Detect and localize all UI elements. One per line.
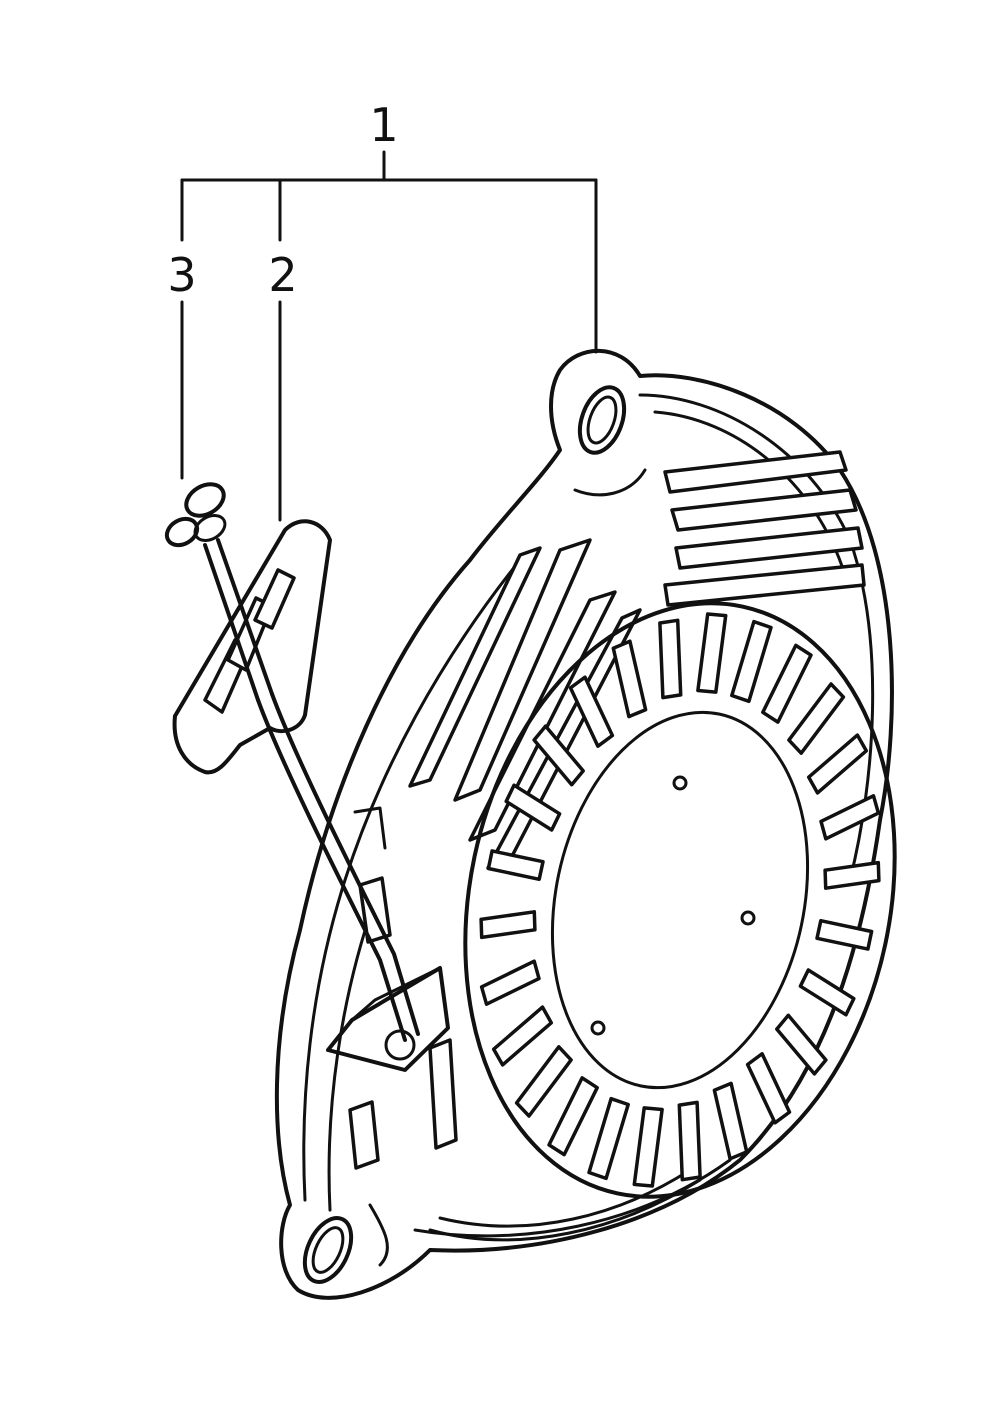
- starter-handle: [172, 519, 332, 775]
- mounting-ear-top: [573, 385, 647, 497]
- radial-fin: [775, 1013, 828, 1076]
- radial-fin: [787, 682, 846, 755]
- callout-label-3: 3: [167, 248, 197, 302]
- starter-rope: [256, 692, 420, 1061]
- disc-pin-hole: [740, 910, 756, 926]
- mounting-ear-bottom: [302, 1203, 389, 1284]
- radial-fin: [479, 910, 537, 940]
- radial-fin: [514, 1045, 573, 1118]
- callout-leader-lines: [180, 150, 598, 522]
- radial-fin: [611, 639, 648, 719]
- radial-fins: [479, 612, 881, 1188]
- radial-fin: [823, 860, 881, 890]
- radial-fin: [806, 733, 869, 795]
- rope-knot: [164, 482, 274, 702]
- radial-fin: [568, 675, 615, 748]
- radial-fin: [486, 849, 545, 882]
- radial-fin: [712, 1081, 749, 1161]
- radial-fin: [798, 968, 856, 1017]
- disc-pin-hole: [672, 775, 688, 791]
- radial-fin: [815, 918, 874, 951]
- radial-fin: [819, 794, 881, 841]
- radial-fin: [587, 1096, 630, 1181]
- radial-fin: [547, 1076, 599, 1157]
- radial-fin: [491, 1005, 554, 1067]
- callout-label-2: 2: [268, 248, 298, 302]
- callout-label-1: 1: [369, 98, 399, 152]
- radial-fin: [632, 1106, 664, 1188]
- radial-fin: [745, 1052, 792, 1125]
- central-disc: [463, 601, 897, 1199]
- radial-fin: [658, 618, 683, 700]
- radial-fin: [761, 643, 813, 724]
- radial-fin: [532, 724, 585, 787]
- radial-fin: [479, 959, 541, 1006]
- radial-fin: [730, 619, 773, 704]
- radial-fin: [677, 1100, 702, 1182]
- radial-fin: [504, 783, 562, 832]
- radial-fin: [696, 612, 728, 694]
- rope-guide: [326, 806, 450, 1072]
- outer-cooling-slots: [348, 450, 866, 1242]
- disc-pin-hole: [590, 1020, 606, 1036]
